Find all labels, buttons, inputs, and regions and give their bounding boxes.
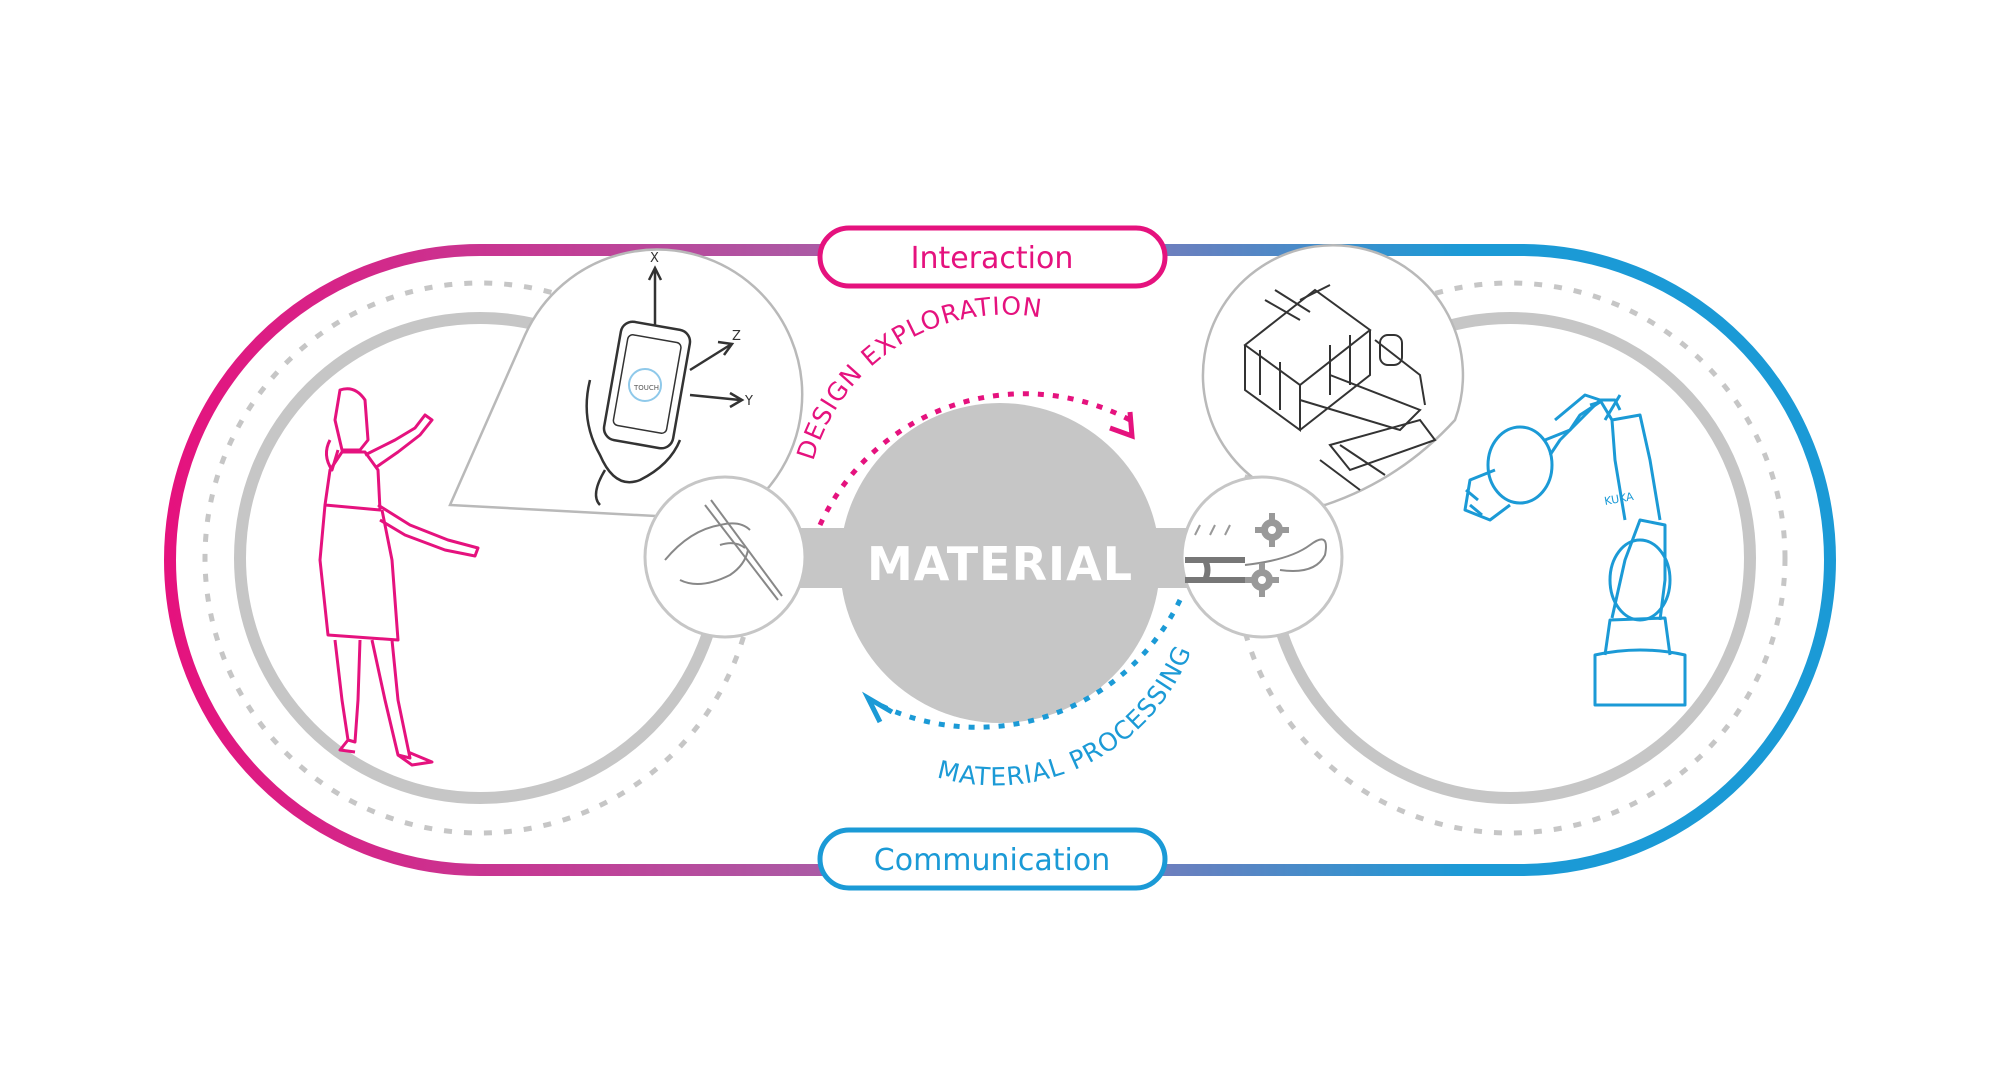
design-exploration-arrowhead	[1109, 411, 1135, 440]
phone-axis-x: X	[650, 251, 659, 266]
person-gesturing-icon	[318, 387, 480, 767]
interaction-label: Interaction	[911, 241, 1074, 276]
material-circle	[840, 403, 1160, 723]
gears-processing-icon	[1185, 513, 1327, 597]
processing-node	[1180, 475, 1344, 639]
phone-thought-bubble: X Z Y TOUCH	[448, 248, 804, 522]
communication-label: Communication	[874, 843, 1110, 878]
sketch-node	[643, 475, 807, 639]
fabrication-machine-icon	[1243, 284, 1437, 491]
robot-arm-icon	[1463, 393, 1687, 707]
phone-axis-z: Z	[732, 329, 741, 344]
hand-drawing-pen-icon	[664, 499, 783, 601]
communication-pill	[817, 827, 1168, 891]
interaction-pill	[817, 225, 1168, 289]
handheld-phone-icon	[585, 265, 745, 506]
machine-thought-bubble	[1201, 244, 1465, 507]
phone-axis-y: Y	[744, 394, 753, 409]
phone-screen-text: TOUCH	[633, 384, 659, 392]
material-processing-arrow	[868, 598, 1183, 730]
robot-brand-label: KUKA	[1603, 490, 1635, 508]
outer-gradient-loop	[164, 244, 1836, 876]
material-processing-arrowhead	[862, 691, 894, 724]
design-exploration-arrow	[817, 391, 1132, 527]
material-label: MATERIAL	[867, 537, 1133, 591]
